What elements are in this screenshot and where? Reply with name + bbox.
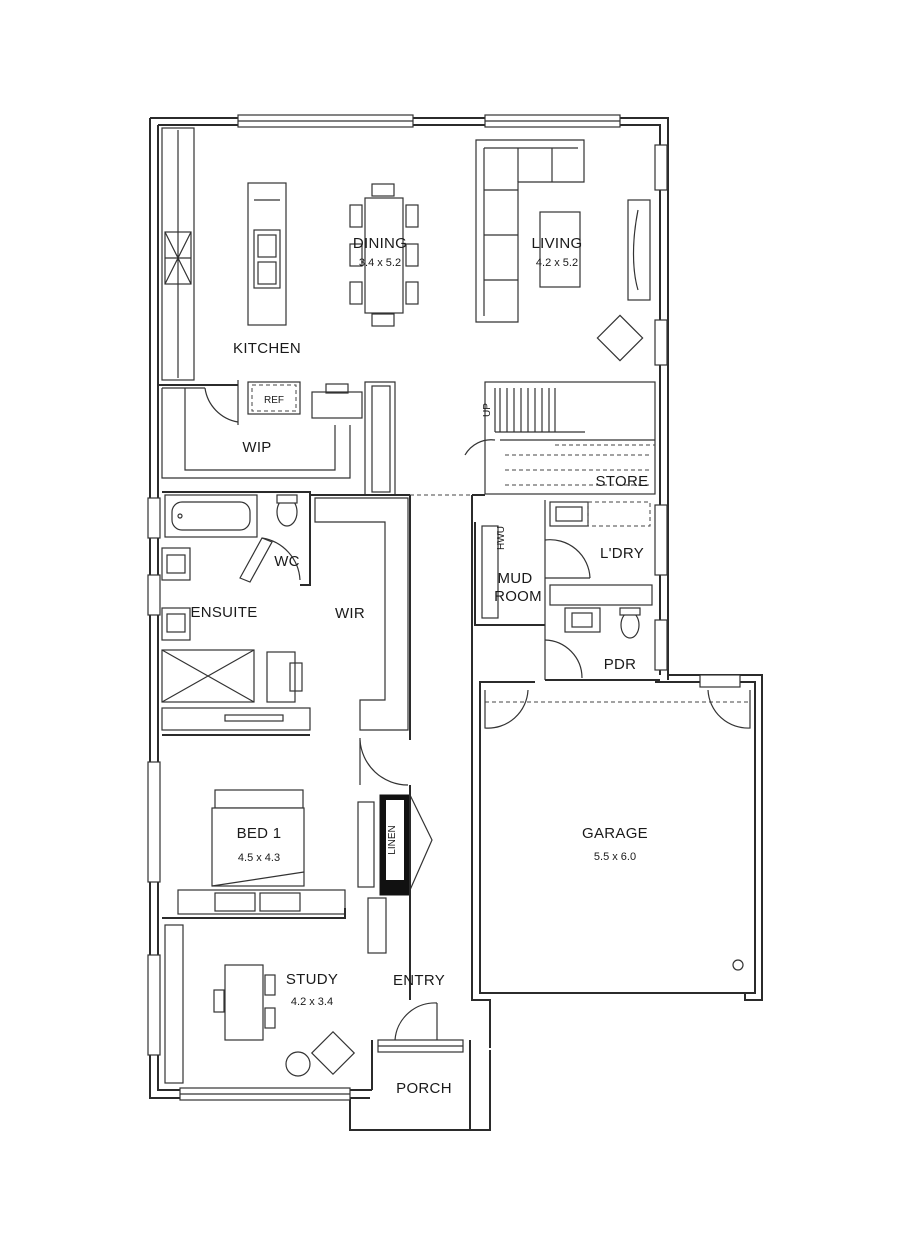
vanity-basin [161,547,191,581]
wip-door-swing [204,387,239,423]
desk-icon [224,964,264,1041]
entry-door [377,1002,464,1053]
utility-rooms [474,500,660,681]
ref-label: REF [264,395,284,406]
wip-area [161,380,396,496]
armchair [310,1030,356,1076]
study-label: STUDY [286,971,338,988]
bed1-furniture [162,789,433,954]
bed1-size: 4.5 x 4.3 [238,852,280,864]
stair-up-marker: UP [482,403,493,417]
coffee-table [539,211,581,288]
kitchen-label: KITCHEN [233,340,301,357]
dining-table [349,183,419,327]
wir-shelving [314,497,409,786]
garage-doors [484,674,751,971]
kitchen-fixtures [161,127,287,381]
linen-label: LINEN [387,825,398,854]
mud-room-label-line1: MUD [497,570,532,587]
vanity-basin [161,607,191,641]
dining-size: 3.4 x 5.2 [359,257,401,269]
stairs [410,381,656,496]
ensuite-fixtures [161,491,311,736]
living-size: 4.2 x 5.2 [536,257,578,269]
room-labels: KITCHEN DINING 3.4 x 5.2 LIVING 4.2 x 5.… [190,235,648,1097]
ensuite-label: ENSUITE [190,604,257,621]
armchair [596,314,644,362]
wip-label: WIP [242,439,271,456]
interior-walls [158,384,485,1000]
windows [147,114,668,1101]
hwu-marker: HWU [496,526,507,550]
store-label: STORE [596,473,649,490]
toilet-icon [620,611,640,639]
bed1-label: BED 1 [237,825,282,842]
living-furniture [475,139,651,362]
porch-label: PORCH [396,1080,452,1097]
living-label: LIVING [532,235,583,252]
mud-room-label-line2: ROOM [494,588,542,605]
dining-label: DINING [353,235,407,252]
garage-label: GARAGE [582,825,648,842]
entry-label: ENTRY [393,972,445,989]
bed-icon [211,807,305,887]
tv-unit [627,199,651,301]
study-furniture [164,924,356,1084]
garage-size: 5.5 x 6.0 [594,851,636,863]
laundry-label: L'DRY [600,545,644,562]
wir-label: WIR [335,605,365,622]
study-size: 4.2 x 3.4 [291,996,333,1008]
wc-label: WC [274,553,300,570]
pdr-label: PDR [604,656,637,673]
